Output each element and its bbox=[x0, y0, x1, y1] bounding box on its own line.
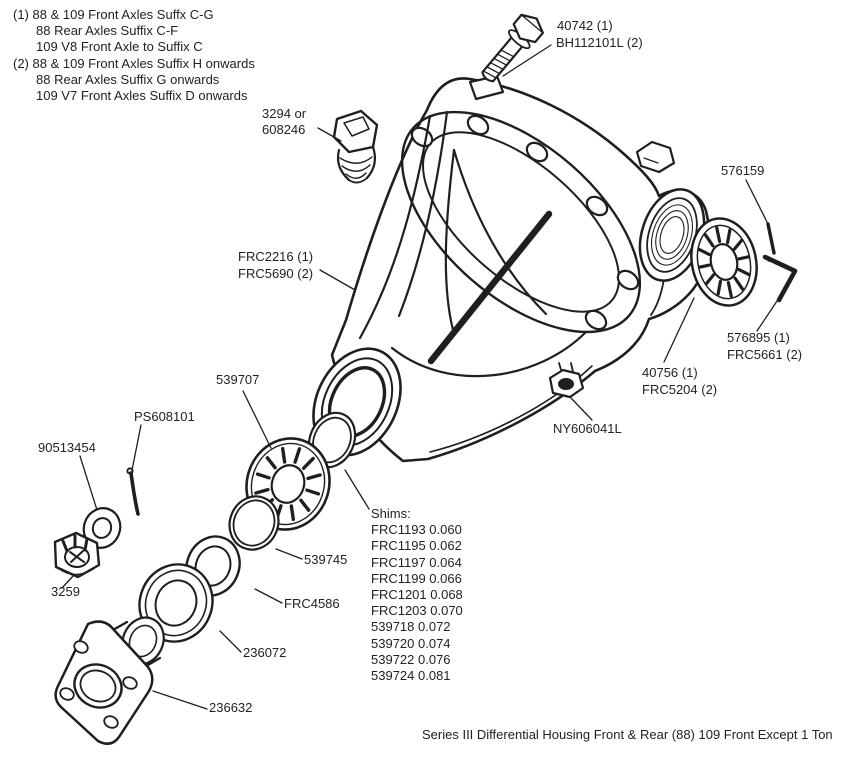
shim-item: 539720 0.074 bbox=[371, 635, 451, 651]
lock-strap-illustration bbox=[762, 254, 798, 303]
label-filler-plug-line1: 3294 or bbox=[262, 106, 307, 121]
oil-pipe-pin-illustration bbox=[766, 222, 776, 255]
label-oil-seal: 236072 bbox=[243, 645, 287, 660]
note-line: 88 Rear Axles Suffix G onwards bbox=[36, 71, 220, 87]
leader-lines bbox=[61, 44, 778, 710]
shims-list: Shims: FRC1193 0.060 FRC1195 0.062 FRC11… bbox=[371, 506, 463, 684]
label-flange-bolt-line2: BH112101L (2) bbox=[556, 35, 643, 50]
shim-item: FRC1197 0.064 bbox=[371, 554, 462, 570]
spacer-ring-illustration bbox=[228, 495, 280, 551]
label-lock-strap-line1: 576895 (1) bbox=[727, 330, 790, 345]
note-line: 109 V7 Front Axles Suffix D onwards bbox=[36, 88, 248, 104]
side-bearing-illustration bbox=[690, 217, 758, 307]
flange-bolt-illustration bbox=[481, 13, 544, 83]
shim-item: FRC1201 0.068 bbox=[371, 587, 463, 603]
shim-item: 539722 0.076 bbox=[371, 651, 451, 667]
shim-item: 539724 0.081 bbox=[371, 668, 451, 684]
label-housing-line2: FRC5690 (2) bbox=[238, 266, 314, 281]
shim-item: 539718 0.072 bbox=[371, 619, 451, 635]
label-side-bearing-line2: FRC5204 (2) bbox=[642, 382, 718, 397]
housing-illustration bbox=[330, 74, 711, 463]
note-line: (1) 88 & 109 Front Axles Suffx C-G bbox=[13, 7, 214, 22]
label-oil-pipe-pin: 576159 bbox=[721, 163, 765, 178]
label-filler-plug-line2: 608246 bbox=[262, 122, 306, 137]
label-lock-strap-line2: FRC5661 (2) bbox=[727, 347, 803, 362]
label-spacer: 539745 bbox=[304, 552, 348, 567]
note-line: (2) 88 & 109 Front Axles Suffix H onward… bbox=[13, 55, 255, 71]
note-line: 109 V8 Front Axle to Suffix C bbox=[36, 39, 203, 55]
shim-item: FRC1203 0.070 bbox=[371, 603, 463, 619]
label-split-pin: PS608101 bbox=[134, 409, 195, 424]
label-washer: 90513454 bbox=[38, 440, 96, 455]
shim-item: FRC1195 0.062 bbox=[371, 538, 462, 554]
label-thrust-washer: FRC4586 bbox=[284, 596, 340, 611]
shim-item: FRC1193 0.060 bbox=[371, 522, 462, 538]
note-line: 88 Rear Axles Suffix C-F bbox=[36, 23, 179, 39]
shims-title: Shims: bbox=[371, 506, 411, 521]
label-castle-nut: 3259 bbox=[51, 584, 80, 599]
split-pin-illustration bbox=[126, 467, 140, 516]
label-flange-nut: NY606041L bbox=[553, 421, 622, 436]
filler-plug-illustration bbox=[332, 109, 379, 184]
label-housing-line1: FRC2216 (1) bbox=[238, 249, 314, 264]
drive-flange-illustration bbox=[54, 616, 165, 745]
flat-washer-illustration bbox=[82, 507, 122, 549]
figure-caption: Series III Differential Housing Front & … bbox=[422, 727, 833, 742]
flange-nut-illustration bbox=[548, 368, 585, 399]
applicability-notes: (1) 88 & 109 Front Axles Suffx C-G 88 Re… bbox=[13, 7, 255, 104]
label-drive-flange: 236632 bbox=[209, 700, 253, 715]
castle-nut-illustration bbox=[53, 531, 101, 579]
shim-item: FRC1199 0.066 bbox=[371, 570, 462, 586]
label-side-bearing-line1: 40756 (1) bbox=[642, 365, 698, 380]
label-flange-bolt-line1: 40742 (1) bbox=[557, 18, 613, 33]
label-pinion-bearing: 539707 bbox=[216, 372, 260, 387]
